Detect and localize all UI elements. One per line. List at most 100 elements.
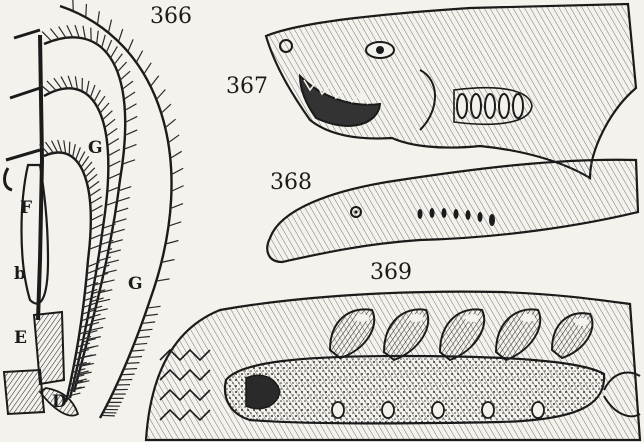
- fringe-stroke: [90, 85, 95, 98]
- fringe-stroke: [85, 289, 98, 294]
- fringe-stroke: [117, 197, 130, 201]
- fringe-stroke: [108, 149, 120, 155]
- fringe-stroke: [156, 279, 169, 281]
- fringe-stroke: [136, 51, 142, 63]
- fringe-stroke: [50, 29, 58, 39]
- fringe-stroke: [121, 374, 134, 375]
- fringe-stroke: [171, 168, 183, 174]
- fringe-stroke: [114, 219, 127, 223]
- fringe-stroke: [128, 39, 133, 51]
- fringe-stroke: [75, 76, 77, 89]
- fringe-stroke: [115, 208, 128, 212]
- fringe-stroke: [69, 142, 70, 155]
- fringe-stroke: [119, 380, 132, 381]
- fringe-stroke: [144, 63, 151, 74]
- fringe-stroke: [119, 187, 132, 191]
- fringe-stroke: [124, 144, 137, 149]
- fringe-stroke: [98, 257, 111, 261]
- fringe-stroke: [108, 20, 111, 33]
- fringe-stroke: [129, 356, 142, 357]
- fringe-stroke: [117, 62, 126, 72]
- figure-number-367: 367: [226, 76, 268, 98]
- fringe-stroke: [114, 54, 122, 65]
- fringe-stroke: [165, 119, 175, 128]
- label-G-lower: G: [128, 276, 143, 293]
- fringe-stroke: [85, 168, 95, 177]
- fringe-stroke: [111, 46, 118, 58]
- fringe-stroke: [156, 90, 165, 100]
- fringe-stroke: [78, 152, 84, 164]
- label-E: E: [14, 330, 27, 347]
- fringe-stroke: [125, 116, 137, 122]
- fringe-stroke: [124, 92, 135, 99]
- fringe-stroke: [119, 29, 123, 42]
- fringe-stroke: [171, 186, 183, 192]
- fringe-stroke: [90, 197, 102, 204]
- fringe-stroke: [83, 162, 92, 172]
- fringe-stroke: [151, 76, 159, 87]
- fringe-stroke: [86, 81, 89, 94]
- fringe-stroke: [100, 103, 109, 113]
- fringe-stroke: [125, 104, 137, 111]
- fringe-stroke: [97, 11, 99, 24]
- fringe-stroke: [86, 4, 87, 17]
- fringe-stroke: [91, 224, 103, 230]
- fringe-stroke: [108, 161, 120, 167]
- fringe-stroke: [145, 314, 158, 316]
- fringe-stroke: [107, 138, 118, 145]
- label-b: b: [14, 266, 26, 283]
- fringe-stroke: [108, 173, 120, 178]
- fringe-stroke: [131, 350, 144, 351]
- fringe-stroke: [170, 151, 181, 158]
- figure-369-gill-section: [146, 292, 640, 440]
- label-G-upper: G: [88, 140, 103, 157]
- fringe-stroke: [168, 135, 179, 143]
- fringe-stroke: [73, 0, 74, 11]
- fringe-stroke: [106, 260, 119, 263]
- fringe-stroke: [68, 76, 72, 89]
- fringe-stroke: [42, 32, 51, 42]
- fringe-stroke: [94, 90, 100, 102]
- fringe-stroke: [124, 369, 137, 370]
- figure-number-368: 368: [270, 172, 312, 194]
- fringe-stroke: [136, 336, 149, 337]
- fringe-stroke: [59, 27, 66, 38]
- fringe-stroke: [91, 215, 103, 221]
- fringe-stroke: [75, 356, 88, 360]
- fringe-stroke: [147, 306, 160, 308]
- fringe-stroke: [126, 363, 139, 364]
- fringe-stroke: [83, 26, 85, 39]
- fringe-stroke: [61, 77, 67, 89]
- fringe-stroke: [122, 81, 133, 89]
- fringe-stroke: [76, 147, 81, 160]
- fringe-stroke: [169, 222, 182, 226]
- fringe-stroke: [161, 260, 174, 263]
- fringe-stroke: [75, 25, 79, 38]
- fringe-stroke: [120, 71, 130, 80]
- fringe-stroke: [86, 276, 99, 281]
- fringe-stroke: [161, 104, 171, 113]
- fringe-stroke: [103, 111, 113, 120]
- figure-367-shark-head: [266, 4, 636, 178]
- fringe-stroke: [97, 31, 99, 44]
- fringe-stroke: [166, 240, 179, 244]
- label-D: D: [52, 394, 67, 411]
- fringe-stroke: [81, 156, 89, 167]
- fringe-stroke: [106, 128, 117, 136]
- figure-number-366: 366: [150, 6, 192, 28]
- fringe-stroke: [122, 160, 135, 164]
- fringe-stroke: [87, 174, 97, 183]
- fringe-stroke: [73, 144, 76, 157]
- fringe-stroke: [134, 343, 147, 344]
- fringe-stroke: [89, 189, 100, 196]
- fringe-stroke: [92, 318, 105, 321]
- fringe-stroke: [99, 249, 112, 253]
- fringe-stroke: [139, 329, 152, 330]
- fringe-stroke: [95, 309, 108, 312]
- fringe-stroke: [67, 393, 80, 396]
- fringe-stroke: [97, 96, 105, 107]
- figure-number-369: 369: [370, 262, 412, 284]
- fringe-stroke: [47, 81, 56, 91]
- figure-368-lamprey: [267, 160, 638, 262]
- fringe-stroke: [64, 140, 66, 153]
